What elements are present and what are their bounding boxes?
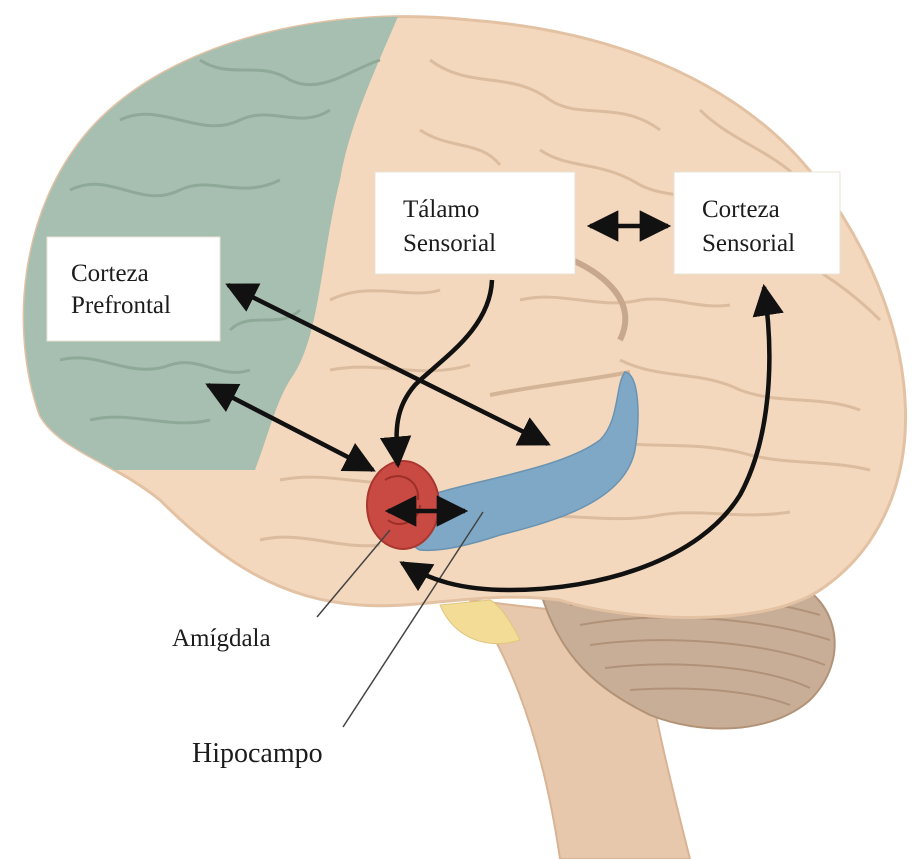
prefrontal-line-2: Prefrontal [71, 292, 171, 319]
label-sensory-cortex: Corteza Sensorial [674, 172, 840, 274]
amygdala-label: Amígdala [172, 625, 271, 652]
sensory-cortex-box [674, 172, 840, 274]
thalamus-box [375, 172, 575, 274]
prefrontal-box [47, 237, 220, 341]
amygdala-region [367, 461, 439, 549]
sensory-cortex-line-1: Corteza [702, 196, 780, 223]
thalamus-line-1: Tálamo [403, 196, 479, 223]
label-thalamus: Tálamo Sensorial [375, 172, 575, 274]
hippocampus-label: Hipocampo [192, 738, 323, 769]
sensory-cortex-line-2: Sensorial [702, 230, 795, 257]
thalamus-line-2: Sensorial [403, 230, 496, 257]
label-prefrontal: Corteza Prefrontal [47, 237, 220, 341]
prefrontal-line-1: Corteza [71, 260, 149, 287]
